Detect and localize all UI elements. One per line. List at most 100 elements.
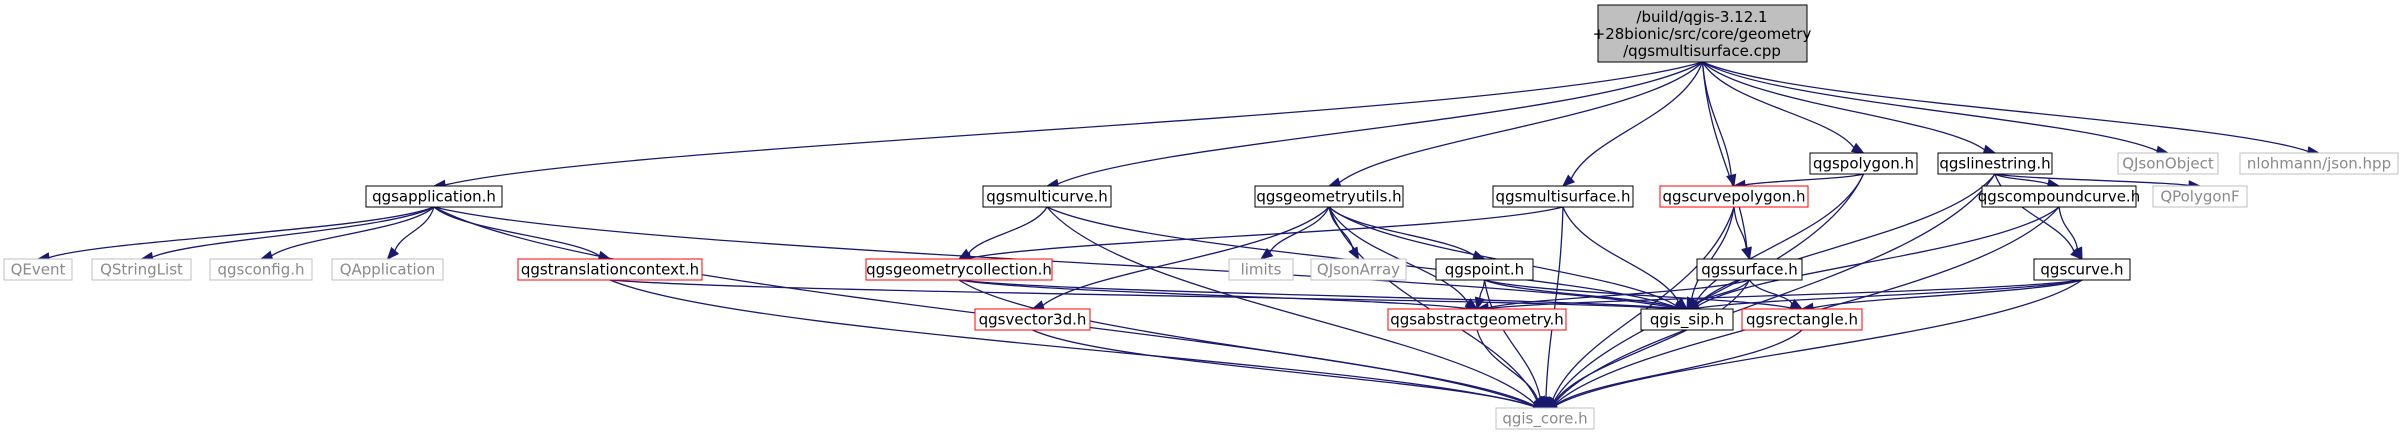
node-label: qgis_sip.h bbox=[1650, 311, 1724, 330]
node-qpolygonf[interactable]: QPolygonF bbox=[2152, 185, 2248, 208]
edge-line bbox=[609, 279, 1677, 310]
node-qgslinestring[interactable]: qgslinestring.h bbox=[1937, 152, 2053, 175]
node-qgis_core[interactable]: qgis_core.h bbox=[1495, 407, 1595, 430]
edge-line bbox=[1701, 61, 1732, 176]
node-qevent[interactable]: QEvent bbox=[3, 258, 73, 281]
node-box bbox=[982, 185, 1112, 208]
node-qgscurvepolygon[interactable]: qgscurvepolygon.h bbox=[1659, 185, 1809, 208]
edge-line bbox=[1555, 279, 2083, 407]
node-box bbox=[1254, 185, 1404, 208]
edge-line bbox=[1269, 206, 1330, 253]
edge-line bbox=[1483, 279, 1541, 399]
edge-line bbox=[1733, 206, 1748, 249]
edge-line bbox=[48, 206, 435, 259]
edge-line bbox=[1697, 206, 2060, 307]
edge-root-to-nlohmann bbox=[1702, 61, 2321, 157]
edge-line bbox=[1812, 279, 2083, 309]
node-label: qgssurface.h bbox=[1701, 261, 1798, 279]
node-nlohmann[interactable]: nlohmann/json.hpp bbox=[2239, 152, 2399, 175]
edge-line bbox=[1748, 279, 1793, 305]
node-qstringlist[interactable]: QStringList bbox=[91, 258, 192, 281]
edge-line bbox=[958, 279, 1467, 310]
edge-line bbox=[958, 279, 1535, 407]
edge-line bbox=[1701, 61, 1855, 148]
node-label: qgscurvepolygon.h bbox=[1662, 188, 1805, 206]
node-box bbox=[1809, 152, 1918, 175]
node-label: QEvent bbox=[11, 261, 66, 279]
edge-line bbox=[1553, 173, 1865, 402]
node-box bbox=[974, 308, 1091, 331]
edge-qgsapplication-to-qevent bbox=[36, 206, 435, 263]
node-label: qgscurve.h bbox=[2040, 261, 2123, 279]
node-qgspoint[interactable]: qgspoint.h bbox=[1435, 258, 1534, 281]
edge-line bbox=[1042, 206, 1330, 306]
node-label: qgsabstractgeometry.h bbox=[1390, 311, 1564, 329]
edge-line bbox=[1487, 279, 2083, 310]
edge-qgscurvepolygon-to-qgssurface bbox=[1733, 206, 1752, 261]
edge-qgslinestring-to-qgis_core bbox=[1543, 173, 1996, 409]
edge-line bbox=[2058, 206, 2079, 250]
edge-line bbox=[1484, 279, 1677, 309]
node-box bbox=[2033, 258, 2131, 281]
edge-line bbox=[1697, 279, 2083, 309]
node-label: qgstranslationcontext.h bbox=[521, 261, 699, 279]
node-box bbox=[1659, 185, 1809, 208]
nodes-layer: qgsapplication.h qgsmulticurve.h qgsgeomet… bbox=[3, 152, 2399, 430]
node-qgsmulticurve[interactable]: qgsmulticurve.h bbox=[982, 185, 1112, 208]
edge-qgsapplication-to-qgsconfig bbox=[259, 206, 435, 261]
edge-root-to-qgsgeometryutils bbox=[1327, 61, 1703, 188]
edge-arrowhead bbox=[1562, 174, 1576, 187]
node-qgscurve[interactable]: qgscurve.h bbox=[2033, 258, 2131, 281]
node-qjsonobject[interactable]: QJsonObject bbox=[2117, 152, 2219, 175]
node-qgscompoundcurve[interactable]: qgscompoundcurve.h bbox=[1978, 185, 2140, 208]
node-box bbox=[865, 258, 1053, 281]
edge-line bbox=[1702, 61, 2158, 152]
edge-line bbox=[433, 206, 1535, 407]
edge-root-to-qgssurface bbox=[1701, 61, 1752, 261]
node-qgsgeometrycollection[interactable]: qgsgeometrycollection.h bbox=[865, 258, 1053, 281]
edge-line bbox=[1555, 329, 1803, 406]
node-qgspolygon[interactable]: qgspolygon.h bbox=[1809, 152, 1918, 175]
node-qgsconfig[interactable]: qgsconfig.h bbox=[209, 258, 313, 281]
edge-line bbox=[271, 206, 435, 257]
node-qgsapplication[interactable]: qgsapplication.h bbox=[365, 185, 503, 208]
node-label: qgsgeometryutils.h bbox=[1256, 188, 1401, 206]
node-qjsonarray[interactable]: QJsonArray bbox=[1310, 258, 1407, 281]
edge-line bbox=[1701, 61, 1748, 249]
root-node[interactable]: /build/qgis-3.12.1 +28bionic/src/core/ge… bbox=[1593, 4, 1812, 63]
node-box bbox=[3, 258, 73, 281]
edge-line bbox=[609, 279, 1535, 408]
edge-line bbox=[1484, 279, 1792, 309]
node-box bbox=[1937, 152, 2053, 175]
edge-arrowhead bbox=[2072, 246, 2083, 261]
edge-qgsrectangle-to-qgis_core bbox=[1543, 329, 1803, 410]
node-qgis_sip[interactable]: qgis_sip.h bbox=[1640, 308, 1734, 331]
node-qgstranslationcontext[interactable]: qgstranslationcontext.h bbox=[517, 258, 703, 281]
node-box bbox=[1310, 258, 1407, 281]
edge-arrowhead bbox=[1259, 247, 1274, 260]
node-box bbox=[1492, 185, 1634, 208]
node-qgsrectangle[interactable]: qgsrectangle.h bbox=[1741, 308, 1863, 331]
edges-layer bbox=[36, 61, 2321, 412]
edge-line bbox=[152, 206, 435, 258]
node-label: qgsmulticurve.h bbox=[986, 188, 1108, 206]
edge-line bbox=[967, 206, 1048, 254]
node-box bbox=[365, 185, 503, 208]
edge-root-to-qjsonobject bbox=[1702, 61, 2170, 156]
node-qgssurface[interactable]: qgssurface.h bbox=[1696, 258, 1803, 281]
node-qgsabstractgeometry[interactable]: qgsabstractgeometry.h bbox=[1387, 308, 1567, 331]
edge-root-to-qgspolygon bbox=[1701, 61, 1865, 154]
node-qgsmultisurface[interactable]: qgsmultisurface.h bbox=[1492, 185, 1634, 208]
node-qgsvector3d[interactable]: qgsvector3d.h bbox=[974, 308, 1091, 331]
node-label: qgslinestring.h bbox=[1939, 155, 2050, 173]
edge-line bbox=[1476, 329, 1539, 400]
node-limits[interactable]: limits bbox=[1228, 258, 1294, 281]
node-qgsgeometryutils[interactable]: qgsgeometryutils.h bbox=[1254, 185, 1404, 208]
node-qapplication[interactable]: QApplication bbox=[331, 258, 444, 281]
edge-arrowhead bbox=[1533, 395, 1546, 409]
node-label: qgsgeometrycollection.h bbox=[866, 261, 1052, 279]
edge-line bbox=[969, 206, 1564, 259]
edge-qgsmultisurface-to-qgis_core bbox=[1540, 206, 1564, 410]
edge-arrowhead bbox=[1474, 296, 1485, 311]
